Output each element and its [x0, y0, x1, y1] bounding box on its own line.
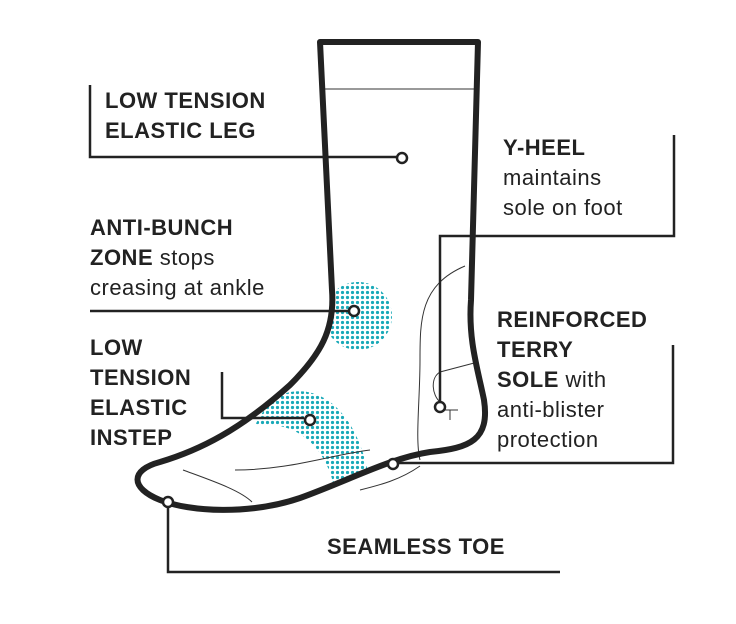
- sole-desc: protection: [497, 427, 599, 452]
- toe-label: SEAMLESS TOE: [327, 534, 505, 559]
- sole-label: REINFORCED TERRY SOLE with anti-blister …: [497, 305, 647, 455]
- toe-leader-line: [166, 508, 560, 574]
- sole-title: SOLE: [497, 367, 559, 392]
- heel-marker: [433, 400, 447, 414]
- instep-label-line: ELASTIC: [90, 395, 188, 420]
- heel-desc: maintains: [503, 165, 602, 190]
- heel-title: Y-HEEL: [503, 135, 586, 160]
- instep-label-line: INSTEP: [90, 425, 173, 450]
- toe-marker: [161, 495, 175, 509]
- leg-leader-line: [88, 85, 397, 159]
- instep-marker: [303, 413, 317, 427]
- ankle-title: ANTI-BUNCH: [90, 215, 234, 240]
- sole-marker: [386, 457, 400, 471]
- sole-desc: with: [558, 367, 607, 392]
- instep-label-line: TENSION: [90, 365, 192, 390]
- leg-label-line: ELASTIC LEG: [105, 118, 256, 143]
- leg-label-line: LOW TENSION: [105, 88, 266, 113]
- leg-label: LOW TENSION ELASTIC LEG: [105, 86, 266, 146]
- foot-seam: [359, 465, 421, 491]
- heel-desc: sole on foot: [503, 195, 623, 220]
- sole-title: TERRY: [497, 337, 574, 362]
- sole-title: REINFORCED: [497, 307, 648, 332]
- ankle-desc: stops: [153, 245, 215, 270]
- ankle-label: ANTI-BUNCH ZONE stops creasing at ankle: [90, 213, 265, 303]
- sole-leader-line: [399, 345, 675, 465]
- anti-bunch-zone-dots: [324, 282, 392, 350]
- leg-marker: [395, 151, 409, 165]
- instep-label: LOW TENSION ELASTIC INSTEP: [90, 333, 191, 453]
- heel-leader-line: [438, 135, 676, 401]
- ankle-title: ZONE: [90, 245, 154, 270]
- sock-outline: [134, 39, 488, 513]
- sole-desc: anti-blister: [497, 397, 605, 422]
- instep-label-line: LOW: [90, 335, 143, 360]
- heel-label: Y-HEEL maintains sole on foot: [503, 133, 623, 223]
- instep-leader-line: [220, 372, 304, 420]
- heel-seam: [417, 265, 466, 461]
- instep-band-dots: [255, 391, 372, 510]
- toe-seam: [182, 449, 371, 503]
- ankle-desc: creasing at ankle: [90, 275, 265, 300]
- ankle-marker: [347, 304, 361, 318]
